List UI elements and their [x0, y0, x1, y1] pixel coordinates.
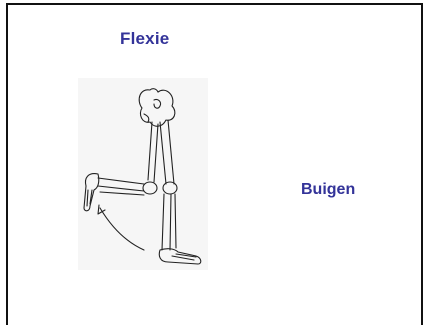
slide-frame — [6, 3, 423, 325]
slide-title: Flexie — [120, 29, 169, 49]
leg-flexion-skeleton-icon — [78, 78, 208, 270]
translation-label: Buigen — [301, 181, 355, 199]
